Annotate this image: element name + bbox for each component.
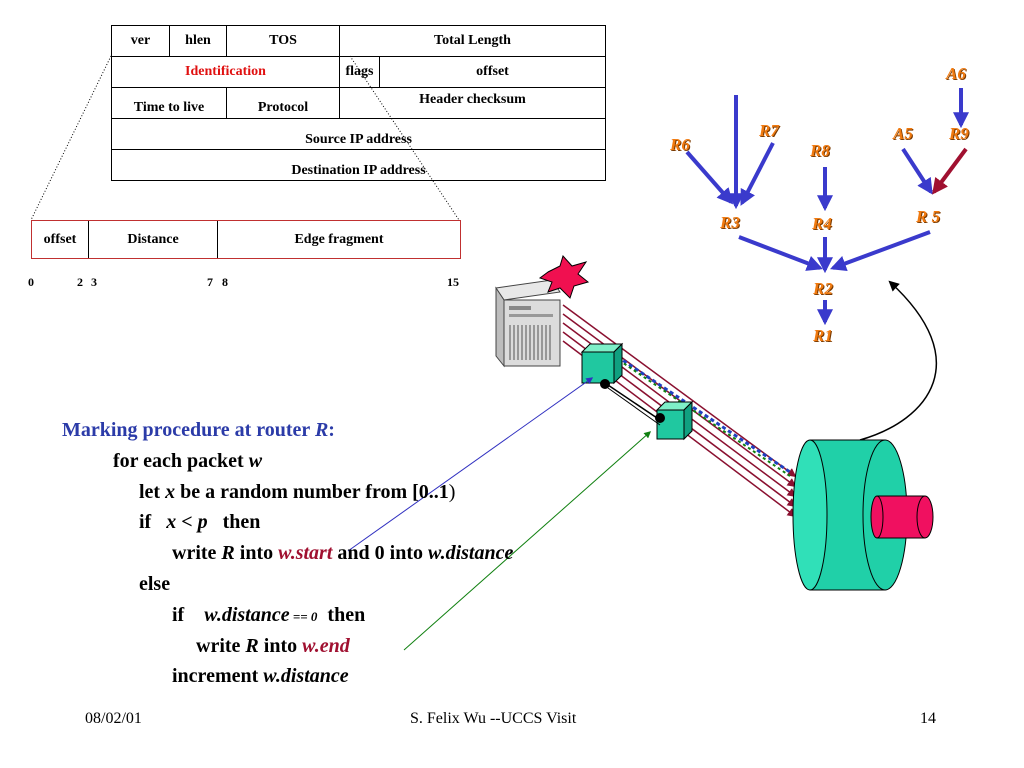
- bit-label: 8: [222, 275, 228, 289]
- ttl-field: Time to live: [112, 88, 227, 118]
- procedure-line-7: write R into w.end: [196, 635, 350, 657]
- zoom-line-left: [30, 55, 112, 221]
- ver-field: ver: [112, 26, 170, 56]
- router-node-dot: [600, 379, 610, 389]
- router-label-r1: R1: [813, 326, 833, 345]
- start-pointer-arrow: [347, 377, 594, 552]
- ip-header-row-2: Identification flags offset: [112, 57, 605, 88]
- total-length-field: Total Length: [434, 33, 511, 48]
- identification-field: Identification: [112, 57, 340, 87]
- explosion-icon: [538, 255, 590, 299]
- tos-field: TOS: [227, 26, 340, 56]
- router-label-r4: R4: [812, 214, 832, 233]
- router-label-r6: R6: [670, 135, 690, 154]
- procedure-line-4: write R into w.start and 0 into w.distan…: [172, 542, 514, 564]
- router-cube-1: [580, 342, 624, 385]
- router-label-r8: R8: [810, 141, 830, 160]
- router-label-r7: R7: [759, 121, 779, 140]
- ip-header-row-5: Destination IP address: [112, 150, 605, 180]
- zoom-line-right: [349, 55, 460, 221]
- router-label-r3: R3: [720, 213, 740, 232]
- victim-drum-icon: [792, 439, 934, 591]
- protocol-field: Protocol: [227, 88, 340, 118]
- router-label-r5: R 5: [916, 207, 941, 226]
- end-pointer-arrow: [403, 431, 652, 651]
- procedure-line-5: else: [139, 573, 171, 595]
- traceback-dashed-line: [603, 349, 791, 477]
- mark-edge-fragment-field: Edge fragment: [294, 231, 384, 247]
- header-checksum-field: Header checksum: [419, 92, 526, 107]
- page-number: 14: [920, 710, 936, 727]
- router-node-dot: [655, 413, 665, 423]
- attack-tree-arrows: [685, 88, 969, 326]
- ip-header-row-1: ver hlen TOS Total Length: [112, 26, 605, 57]
- procedure-title: Marking procedure at router R:: [62, 419, 335, 441]
- router-link: [604, 382, 661, 421]
- attacker-server-icon: [495, 279, 561, 368]
- offset-field: offset: [476, 64, 509, 79]
- bit-label: 0: [28, 275, 34, 289]
- router-label-r2: R2: [813, 279, 833, 298]
- bit-label: 2: [77, 275, 83, 289]
- router-link: [607, 387, 661, 426]
- hlen-field: hlen: [170, 26, 227, 56]
- traceback-dashed-line: [599, 343, 791, 474]
- router-label-a6: A6: [946, 64, 966, 83]
- bit-label: 7: [207, 275, 213, 289]
- procedure-line-3: if x < p then: [139, 511, 261, 533]
- source-ip-field: Source IP address: [305, 132, 412, 147]
- ip-header-row-3: Time to live Protocol Header checksum: [112, 88, 605, 119]
- mark-distance-field: Distance: [89, 221, 218, 258]
- flags-field: flags: [340, 57, 380, 87]
- procedure-line-2: let x be a random number from [0..1): [139, 481, 456, 503]
- ip-header-row-4: Source IP address: [112, 119, 605, 150]
- procedure-line-8: increment w.distance: [172, 665, 349, 687]
- mark-offset-field: offset: [32, 221, 89, 258]
- bit-label: 3: [91, 275, 97, 289]
- curved-arrow: [859, 280, 937, 441]
- r9-arrow: [932, 147, 968, 195]
- footer-date: 08/02/01: [85, 710, 142, 727]
- ip-header-table: ver hlen TOS Total Length Identification…: [111, 25, 606, 181]
- router-label-a5: A5: [893, 124, 913, 143]
- procedure-line-6: if w.distance == 0 then: [172, 604, 366, 626]
- procedure-line-1: for each packet w: [113, 450, 263, 472]
- footer-title: S. Felix Wu --UCCS Visit: [410, 710, 577, 727]
- router-label-r9: R9: [949, 124, 969, 143]
- marking-field: offset Distance Edge fragment: [31, 220, 461, 259]
- bit-label: 15: [447, 275, 459, 289]
- destination-ip-field: Destination IP address: [291, 163, 426, 178]
